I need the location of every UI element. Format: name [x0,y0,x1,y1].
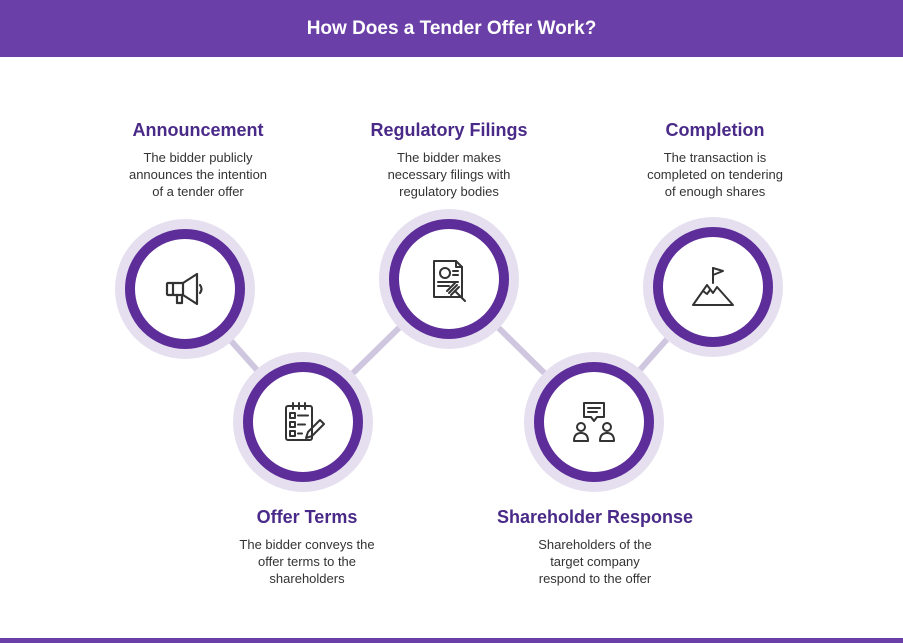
desc-line: completed on tendering [647,167,783,182]
node-completion [653,227,773,347]
desc-line: Shareholders of the [538,537,652,552]
step-description: The bidder conveys the offer terms to th… [207,536,407,587]
desc-line: The bidder publicly [143,150,253,165]
step-title: Announcement [132,120,264,140]
step-announcement: Announcement The bidder publicly announc… [98,120,298,200]
node-announcement [125,229,245,349]
discussion-people-icon [573,402,615,442]
page-title-banner: How Does a Tender Offer Work? [0,0,903,57]
desc-line: regulatory bodies [399,184,499,199]
footer-bar [0,638,903,643]
desc-line: The transaction is [663,150,767,165]
desc-line: shareholders [269,571,345,586]
step-regulatory-filings: Regulatory Filings The bidder makes nece… [349,120,549,200]
step-description: Shareholders of the target company respo… [470,536,720,587]
step-shareholder-response: Shareholder Response Shareholders of the… [470,507,720,587]
step-completion: Completion The transaction is completed … [615,120,815,200]
node-regulatory-filings [389,219,509,339]
step-title: Shareholder Response [496,507,694,527]
desc-line: target company [550,554,640,569]
desc-line: respond to the offer [538,571,652,586]
desc-line: announces the intention [128,167,268,182]
step-description: The transaction is completed on tenderin… [615,149,815,200]
step-description: The bidder makes necessary filings with … [349,149,549,200]
checklist-pen-icon [285,402,325,441]
page-title: How Does a Tender Offer Work? [306,17,597,39]
step-title: Regulatory Filings [370,120,528,140]
desc-line: The bidder conveys the [239,537,375,552]
desc-line: The bidder makes [396,150,502,165]
desc-line: offer terms to the [257,554,357,569]
node-shareholder-response [534,362,654,482]
mountain-flag-icon [692,267,734,306]
step-description: The bidder publicly announces the intent… [98,149,298,200]
desc-line: necessary filings with [387,167,511,182]
node-offer-terms [243,362,363,482]
legal-document-icon [433,260,466,302]
megaphone-icon [165,272,203,306]
desc-line: of a tender offer [152,184,244,199]
step-offer-terms: Offer Terms The bidder conveys the offer… [207,507,407,587]
desc-line: of enough shares [664,184,766,199]
step-title: Offer Terms [256,507,358,527]
step-title: Completion [665,120,765,140]
